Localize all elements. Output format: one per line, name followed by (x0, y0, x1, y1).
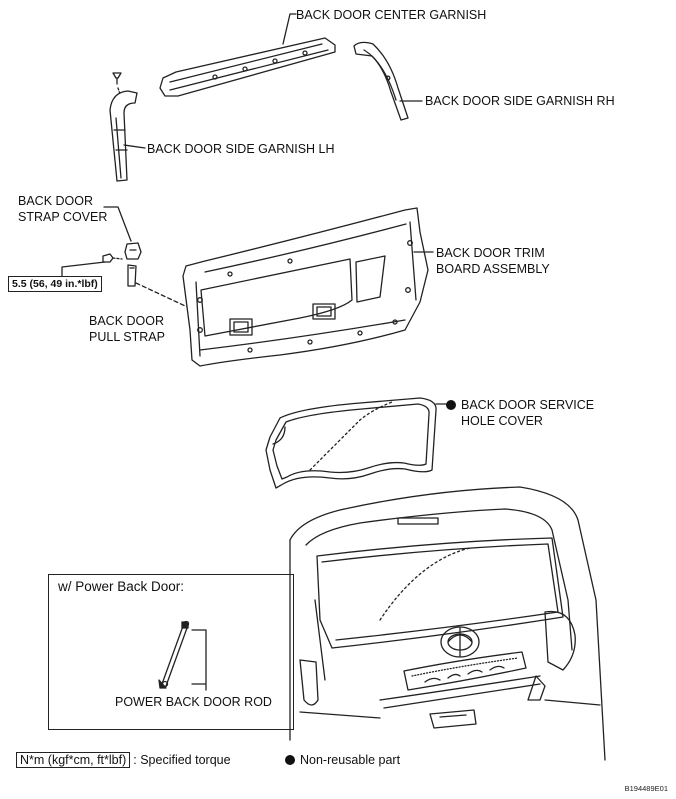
torque-spec-box: 5.5 (56, 49 in.*lbf) (8, 276, 102, 292)
torque-legend-text: : Specified torque (133, 753, 231, 767)
strap-cover-label-line2: STRAP COVER (18, 210, 108, 224)
side-garnish-lh-part (109, 90, 138, 182)
service-cover-label-line1: BACK DOOR SERVICE (446, 397, 594, 413)
side-garnish-rh-label: BACK DOOR SIDE GARNISH RH (425, 94, 615, 108)
torque-unit-box: N*m (kgf*cm, ft*lbf) (16, 752, 131, 768)
bolt (102, 253, 123, 263)
pull-strap-label-line2: PULL STRAP (89, 330, 165, 344)
center-garnish-part (159, 37, 336, 97)
pull-strap-label-line1: BACK DOOR (89, 314, 165, 328)
side-garnish-rh-part (353, 41, 409, 121)
nonreusable-legend-dot-icon (285, 755, 295, 765)
trim-board-part (182, 207, 429, 367)
strap-cover-part (124, 242, 142, 260)
nonreusable-legend-text: Non-reusable part (300, 753, 401, 767)
trim-board-label-line1: BACK DOOR TRIM (436, 246, 545, 260)
nonreusable-dot-icon (446, 400, 456, 410)
service-hole-cover-part (265, 397, 437, 489)
power-back-door-inset (48, 574, 294, 730)
strap-cover-leader (103, 206, 132, 242)
torque-legend: N*m (kgf*cm, ft*lbf): Specified torque (16, 752, 231, 768)
side-garnish-lh-label: BACK DOOR SIDE GARNISH LH (147, 142, 335, 156)
power-rod-leader (191, 629, 207, 691)
vehicle-rear-part (289, 486, 606, 761)
pull-strap-part (127, 264, 137, 287)
center-garnish-leader (282, 13, 297, 45)
service-cover-label-line2: HOLE COVER (461, 414, 543, 428)
service-cover-text-line1: BACK DOOR SERVICE (461, 398, 595, 412)
inset-title: w/ Power Back Door: (58, 579, 185, 594)
power-rod-label: POWER BACK DOOR ROD (115, 695, 272, 709)
power-rod-part (158, 620, 190, 689)
figure-code: B194489E01 (624, 784, 668, 793)
side-garnish-lh-leader (123, 144, 146, 149)
center-garnish-label: BACK DOOR CENTER GARNISH (296, 8, 487, 22)
strap-cover-label-line1: BACK DOOR (18, 194, 94, 208)
nonreusable-legend: Non-reusable part (285, 752, 400, 768)
trim-board-label-line2: BOARD ASSEMBLY (436, 262, 550, 276)
torque-leader (61, 261, 106, 277)
